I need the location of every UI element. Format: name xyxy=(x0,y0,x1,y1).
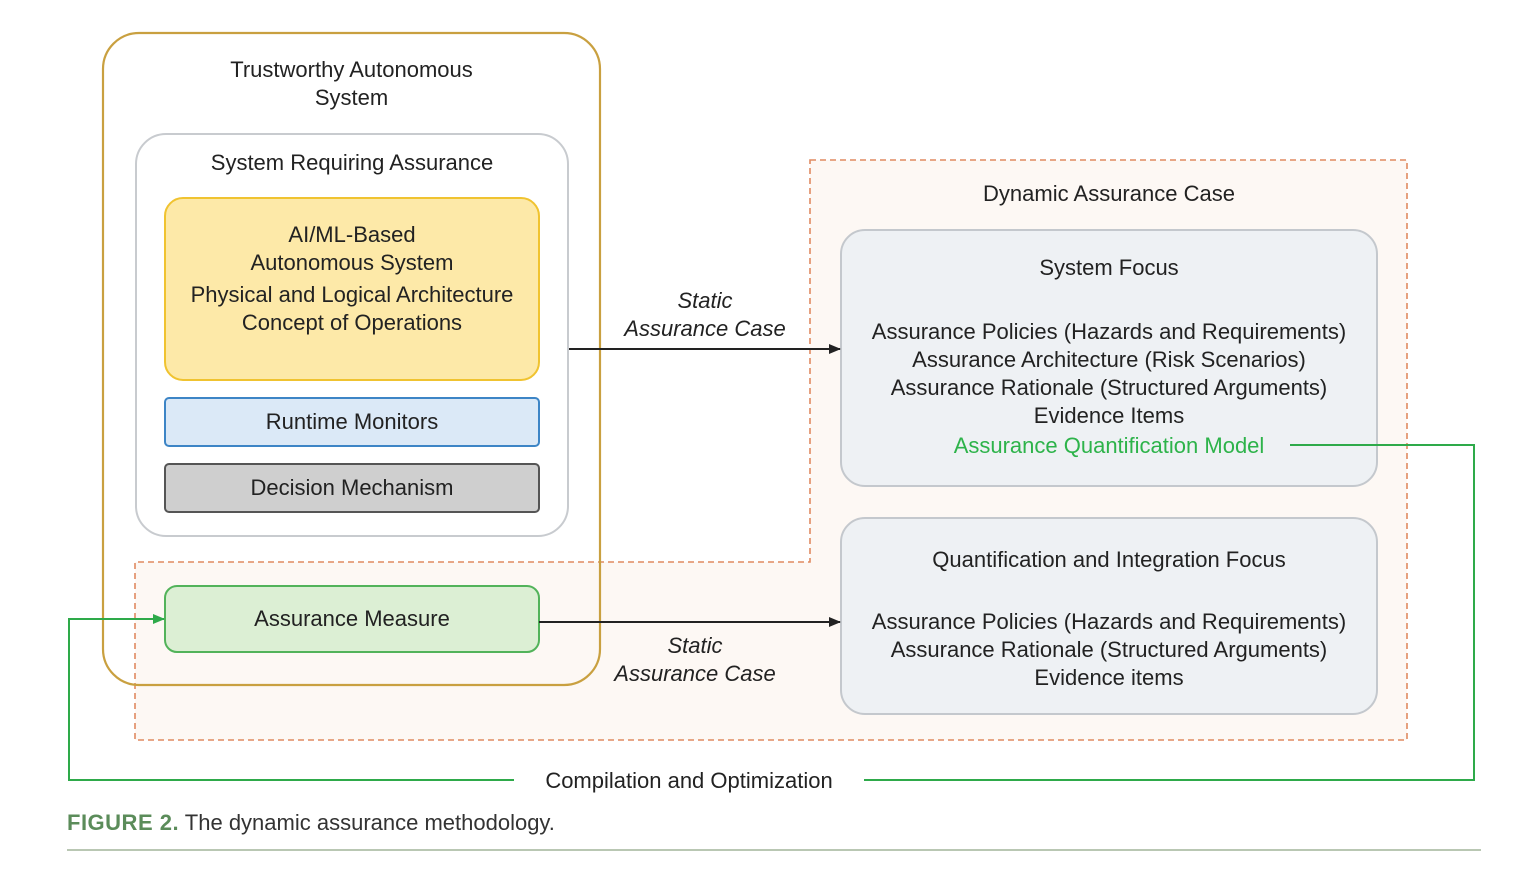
ai-ml-system-box xyxy=(164,197,540,381)
ai-box-line-2: Autonomous System xyxy=(250,250,454,275)
ai-ml-system-text: AI/ML-Based Autonomous System Physical a… xyxy=(165,221,539,337)
trustworthy-system-box xyxy=(101,31,602,687)
system-focus-items: Assurance Policies (Hazards and Requirem… xyxy=(841,318,1377,460)
quantification-focus-items: Assurance Policies (Hazards and Requirem… xyxy=(841,608,1377,692)
static-assurance-case-label-top: Static Assurance Case xyxy=(600,287,810,343)
runtime-monitors-box xyxy=(164,397,540,447)
feedback-line-right xyxy=(864,444,1475,781)
system-focus-item: Assurance Rationale (Structured Argument… xyxy=(890,375,1328,400)
static-label-line: Static xyxy=(677,288,733,313)
system-requiring-assurance-title: System Requiring Assurance xyxy=(210,150,494,175)
assurance-measure-box xyxy=(164,585,540,653)
system-focus-item: Assurance Policies (Hazards and Requirem… xyxy=(871,319,1347,344)
figure-number: FIGURE 2. xyxy=(67,810,180,835)
quantification-focus-box xyxy=(840,517,1378,715)
static-label-line: Assurance Case xyxy=(624,316,786,341)
quantification-focus-item: Assurance Rationale (Structured Argument… xyxy=(890,637,1328,662)
quantification-focus-title: Quantification and Integration Focus xyxy=(932,547,1286,572)
quantification-focus-item: Evidence items xyxy=(1034,665,1184,690)
compilation-optimization-label: Compilation and Optimization xyxy=(545,768,833,793)
figure-caption-text: The dynamic assurance methodology. xyxy=(179,810,555,835)
decision-mechanism-box xyxy=(164,463,540,513)
assurance-quantification-model: Assurance Quantification Model xyxy=(953,433,1265,458)
static-label-line: Static xyxy=(667,633,723,658)
decision-mechanism-label: Decision Mechanism xyxy=(250,475,454,500)
caption-divider xyxy=(67,849,1481,851)
assurance-measure-label: Assurance Measure xyxy=(254,606,450,631)
quantification-focus-item: Assurance Policies (Hazards and Requirem… xyxy=(871,609,1347,634)
ai-box-line-4: Concept of Operations xyxy=(241,310,463,335)
runtime-monitors-label: Runtime Monitors xyxy=(265,409,439,434)
trustworthy-title-line-2: System xyxy=(314,85,389,110)
system-focus-item: Assurance Architecture (Risk Scenarios) xyxy=(912,347,1306,372)
figure-caption: FIGURE 2. The dynamic assurance methodol… xyxy=(67,810,555,836)
system-focus-title: System Focus xyxy=(1039,255,1179,280)
ai-box-line-1: AI/ML-Based xyxy=(288,222,416,247)
trustworthy-system-title: Trustworthy Autonomous System xyxy=(103,56,600,112)
trustworthy-title-line-1: Trustworthy Autonomous xyxy=(230,57,473,82)
static-assurance-case-label-bottom: Static Assurance Case xyxy=(590,632,800,688)
feedback-line-left xyxy=(68,614,514,781)
system-focus-box xyxy=(840,229,1378,487)
ai-box-line-3: Physical and Logical Architecture xyxy=(190,282,514,307)
system-focus-item: Evidence Items xyxy=(1033,403,1185,428)
static-label-line: Assurance Case xyxy=(614,661,776,686)
dynamic-assurance-case-title: Dynamic Assurance Case xyxy=(983,181,1235,206)
